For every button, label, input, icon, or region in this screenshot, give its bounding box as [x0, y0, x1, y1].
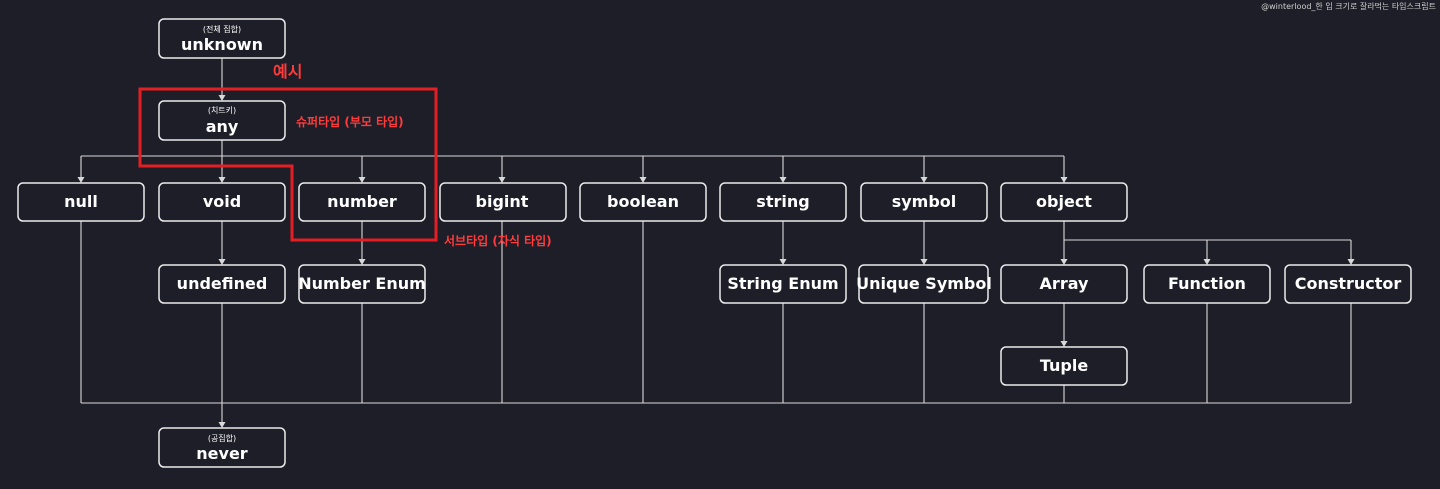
- node-undefined-label: undefined: [177, 274, 268, 293]
- node-any: (치트키) any: [158, 100, 286, 141]
- node-tuple: Tuple: [1000, 346, 1128, 386]
- arrowhead: [779, 259, 787, 265]
- node-number-enum: Number Enum: [298, 264, 426, 304]
- arrowhead: [358, 259, 366, 265]
- node-constructor: Constructor: [1284, 264, 1412, 304]
- node-string-enum: String Enum: [719, 264, 847, 304]
- node-unique-symbol-label: Unique Symbol: [856, 274, 992, 293]
- arrowhead: [920, 259, 928, 265]
- node-string: string: [719, 182, 847, 222]
- arrowhead: [77, 177, 85, 183]
- credit-text: @winterlood_한 입 크기로 잘라먹는 타입스크립트: [1261, 1, 1436, 11]
- node-any-label: any: [206, 117, 239, 136]
- node-undefined: undefined: [158, 264, 286, 304]
- node-void-label: void: [203, 192, 241, 211]
- arrowhead: [779, 177, 787, 183]
- node-function: Function: [1143, 264, 1271, 304]
- arrowhead: [920, 177, 928, 183]
- arrowhead: [218, 95, 226, 101]
- annotation-supertype: 슈퍼타입 (부모 타입): [296, 114, 404, 129]
- node-number-label: number: [327, 192, 397, 211]
- node-void: void: [158, 182, 286, 222]
- arrowheads: [77, 95, 1355, 428]
- node-boolean: boolean: [579, 182, 707, 222]
- node-unknown-label: unknown: [181, 35, 263, 54]
- node-symbol-label: symbol: [892, 192, 957, 211]
- node-object: object: [1000, 182, 1128, 222]
- arrowhead: [1060, 259, 1068, 265]
- arrowhead: [358, 177, 366, 183]
- node-unknown-sub: (전체 집합): [203, 24, 241, 34]
- arrowhead: [218, 177, 226, 183]
- arrowhead: [1203, 259, 1211, 265]
- node-string-enum-label: String Enum: [727, 274, 838, 293]
- node-number-enum-label: Number Enum: [298, 274, 426, 293]
- node-function-label: Function: [1168, 274, 1246, 293]
- annotation-example: 예시: [273, 62, 302, 81]
- node-tuple-label: Tuple: [1040, 356, 1088, 375]
- node-unknown: (전체 집합) unknown: [158, 18, 286, 59]
- node-null-label: null: [64, 192, 98, 211]
- arrowhead: [218, 422, 226, 428]
- node-boolean-label: boolean: [607, 192, 679, 211]
- node-constructor-label: Constructor: [1295, 274, 1402, 293]
- arrowhead: [1347, 259, 1355, 265]
- node-never-label: never: [196, 444, 248, 463]
- node-object-label: object: [1036, 192, 1092, 211]
- example-highlight-outline: [138, 87, 438, 242]
- node-bigint-label: bigint: [476, 192, 529, 211]
- arrowhead: [1060, 177, 1068, 183]
- node-never-sub: (공집합): [208, 433, 236, 443]
- arrowhead: [639, 177, 647, 183]
- node-null: null: [17, 182, 145, 222]
- node-string-label: string: [756, 192, 809, 211]
- node-symbol: symbol: [860, 182, 988, 222]
- node-unique-symbol: Unique Symbol: [856, 264, 992, 304]
- arrowhead: [218, 259, 226, 265]
- arrowhead: [1060, 341, 1068, 347]
- node-number: number: [298, 182, 426, 222]
- node-never: (공집합) never: [158, 427, 286, 468]
- node-array-label: Array: [1040, 274, 1089, 293]
- node-any-sub: (치트키): [208, 106, 236, 115]
- node-array: Array: [1000, 264, 1128, 304]
- node-bigint: bigint: [439, 182, 567, 222]
- arrowhead: [498, 177, 506, 183]
- annotation-subtype: 서브타입 (자식 타입): [444, 233, 552, 248]
